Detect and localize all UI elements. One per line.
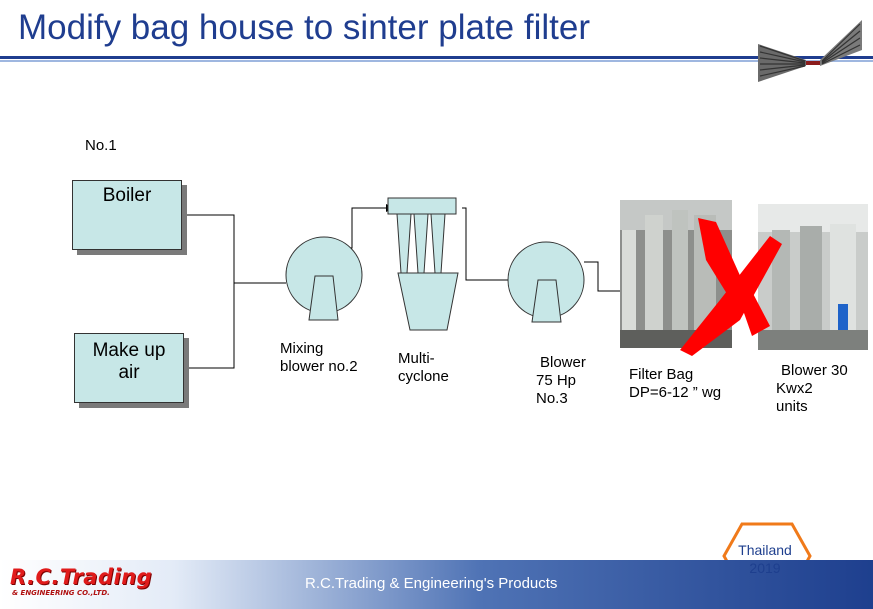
blower-no3-label: Blower 75 Hp No.3 — [536, 354, 586, 408]
blower-30kw-label: Blower 30 Kwx2 units — [776, 362, 848, 416]
mixing-blower-symbol — [285, 236, 363, 321]
mixing-blower-label-2: blower no.2 — [280, 358, 358, 375]
multi-cyclone-label-1: Multi- — [398, 350, 435, 367]
blower-no3-label-1: Blower — [540, 354, 586, 371]
filter-bag-label: Filter Bag DP=6-12 ” wg — [629, 366, 721, 402]
x-mark-icon — [680, 218, 782, 356]
company-logo: R.C.Trading — [10, 565, 153, 589]
page-title: Modify bag house to sinter plate filter — [18, 8, 590, 47]
blower-30kw-label-3: units — [776, 398, 808, 415]
mixing-blower-label-1: Mixing — [280, 340, 324, 357]
mixing-blower-label: Mixing blower no.2 — [280, 340, 358, 376]
event-badge-country: Thailand — [738, 542, 792, 558]
makeup-air-box: Make up air — [74, 333, 184, 403]
unit-number-label: No.1 — [85, 137, 117, 154]
blower-no3-label-3: No.3 — [536, 390, 568, 407]
blower-no3-symbol — [507, 241, 585, 323]
multi-cyclone-symbol — [387, 197, 459, 331]
multi-cyclone-label-2: cyclone — [398, 368, 449, 385]
blower-30kw-label-2: Kwx2 — [776, 380, 813, 397]
blower-no3-label-2: 75 Hp — [536, 372, 577, 389]
footer-company-text: R.C.Trading & Engineering's Products — [305, 575, 558, 592]
multi-cyclone-label: Multi- cyclone — [398, 350, 449, 386]
boiler-box: Boiler — [72, 180, 182, 250]
filter-bag-label-2: DP=6-12 ” wg — [629, 384, 722, 401]
title-divider-light — [0, 60, 873, 62]
blower-30kw-label-1: Blower 30 — [781, 362, 848, 379]
footer-bar — [0, 560, 873, 609]
blower-30kw-photo — [758, 204, 868, 350]
filter-bag-label-1: Filter Bag — [629, 366, 694, 383]
company-logo-subtitle: & ENGINEERING CO.,LTD. — [12, 589, 110, 597]
event-badge-year: 2019 — [749, 560, 781, 576]
makeup-air-label-1: Make up — [92, 340, 166, 361]
makeup-air-label-2: air — [118, 362, 140, 383]
filter-element-icon — [758, 20, 862, 82]
event-badge-text: Thailand 2019 — [730, 541, 800, 577]
title-divider — [0, 56, 873, 59]
boiler-label: Boiler — [102, 185, 152, 206]
